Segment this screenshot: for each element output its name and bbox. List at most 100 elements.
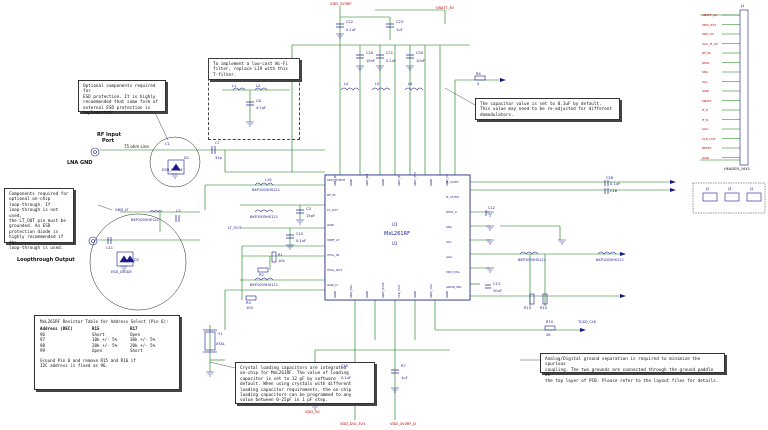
ref-c20: C20 <box>366 51 374 55</box>
val-r4: 0 <box>477 82 480 86</box>
jumpers <box>702 192 762 202</box>
esd-note-line: recommended that some form of <box>83 100 159 106</box>
chip-pin-label: GND <box>349 179 353 186</box>
header-pin-label: SCL <box>702 79 708 84</box>
ref-d2: D2 <box>134 258 140 262</box>
header-pin-label: VDD_3V3 <box>702 22 717 27</box>
val-r3: 100 <box>246 306 253 310</box>
ref-d1: D1 <box>184 156 190 160</box>
capacitors <box>107 23 609 374</box>
ref-c21: C21 <box>386 51 394 55</box>
ground-note-line: the top layer of PCB. Please refer to th… <box>545 378 719 384</box>
ref-l6b: BKP1005HS121 <box>596 258 624 262</box>
loop-note-line: loop-through is used. <box>9 246 64 252</box>
output-arrows <box>500 78 676 332</box>
wifi-note-line: filter, replace L19 with this <box>213 67 289 73</box>
chip-pin-label: ADDR_SEL <box>446 285 462 289</box>
lt-out-label: LT_OUT <box>228 226 242 230</box>
val-c8: 4.7pF <box>256 106 267 110</box>
loop-note-line: protection diode is <box>9 229 59 235</box>
val-c10: 0.1uF <box>296 239 307 243</box>
jumper-box <box>692 182 766 214</box>
val-r1: 10k <box>278 259 285 263</box>
val-r10: 2K <box>546 333 551 337</box>
loop-note-line: loop-through is not used, <box>9 208 59 219</box>
esd-note-line: Optional components required for <box>83 84 156 95</box>
ref-c22: C22 <box>346 20 354 24</box>
chip-pin-label: GND <box>333 291 337 298</box>
header-pin-label: VCC_IF_3V <box>702 41 718 46</box>
table-footer-line: Ground Pin 6 and remove R15 and R16 if <box>40 357 136 363</box>
port-label: Port <box>102 138 114 144</box>
ground-note: Analog/Digital ground separation is requ… <box>540 353 725 384</box>
rf-connector-icon <box>90 147 100 157</box>
ohm-line-label: 75 ohm Line <box>124 144 149 149</box>
chip-name-label: MxL261RF <box>384 231 410 237</box>
table-row: 97 10k +/- 5% 30k +/- 5% <box>40 337 174 343</box>
ground-note-line: coupling. The two grounds are connected … <box>545 367 714 379</box>
ref-r1: R1 <box>278 253 283 257</box>
chip-pin-label: VDD_PLL <box>349 284 353 298</box>
table-cell: Open <box>92 348 103 354</box>
ref-j2: J2 <box>706 187 710 191</box>
chip-pin-label: SDA <box>446 225 453 229</box>
ref-c10: C10 <box>296 232 304 236</box>
resistor-table-footer: Ground Pin 6 and remove R15 and R16 if I… <box>40 358 174 369</box>
table-cell: Short <box>92 331 105 337</box>
chip-pin-label: GND <box>365 291 369 298</box>
header-pin-label: GND <box>702 89 709 93</box>
chip-body <box>324 174 471 301</box>
ref-j3: J3 <box>728 187 732 191</box>
table-row: 96 Short Open <box>40 332 174 338</box>
ref-c8: C8 <box>256 99 261 103</box>
resistors <box>245 75 556 331</box>
chip-pin-label: GND <box>429 179 433 186</box>
val-c7: 33p <box>215 156 222 160</box>
val-c15: 0.1uF <box>341 376 352 380</box>
val-c20: 10nF <box>366 59 375 63</box>
wifi-filter-note: To implement a low-cost Wi-Fi filter, re… <box>208 58 300 80</box>
chip-pin-label: XTAL_OUT <box>327 268 343 272</box>
table-cell: 20k +/- 5% <box>92 342 118 348</box>
ref-l2b: BKP1005HS121 <box>250 215 278 219</box>
ref-l6: L6 <box>408 82 413 86</box>
wifi-filter-box <box>208 58 300 140</box>
chip-pin-label: GND <box>413 291 417 298</box>
loop-note-line: the LT_OUT pin must be <box>9 219 66 225</box>
lna-gnd-label: LNA GND <box>67 160 93 166</box>
crystal-y1 <box>203 329 217 353</box>
loop-note-line: grounded. An ESD <box>9 224 51 230</box>
table-cell: 20k +/- 5% <box>130 342 156 348</box>
ref-esd1: ESD_DIODE <box>162 168 183 172</box>
ref-l1: L1 <box>232 84 237 88</box>
chip-pin-label: VDD_SYNTH <box>327 178 346 182</box>
chip-pin-label: SCL <box>446 240 452 244</box>
loopthrough-note: Components required for optional on-chip… <box>4 188 74 251</box>
loop-note-line: Components required for <box>9 192 69 197</box>
val-c3: 15pF <box>306 214 315 218</box>
table-header-cell: R17 <box>130 326 138 331</box>
vdd-5v-label: VDD_5V <box>305 410 320 414</box>
ref-r14: R14 <box>524 306 532 310</box>
chip-pin-label: VDD_DIG <box>446 270 460 274</box>
loopthrough-callout-circle <box>89 213 187 311</box>
header-pin-label: RESET <box>702 146 712 150</box>
chip-pin-label: RF_IN <box>327 193 336 197</box>
table-row: 99 Open Short <box>40 348 174 354</box>
table-footer-line: I2C address is fixed as 96. <box>40 363 109 369</box>
ref-c12: C12 <box>488 206 496 210</box>
ref-c23: C23 <box>396 20 404 24</box>
chip-pin-label: CLK_OUT <box>397 284 401 298</box>
ref-c25: C25 <box>416 51 424 55</box>
chip-pin-label: GPIO_0 <box>446 210 457 214</box>
loop-note-line: loop-through. If <box>9 202 51 208</box>
header-pin-label: VBATT_3V <box>702 13 718 17</box>
capacitor-note: The capacitor value is set to 0.1uF by d… <box>475 98 620 120</box>
ref-l1b: BKP1005HS121 <box>131 218 159 222</box>
resistor-table-title: MxL261RF Resistor Table for Address Sele… <box>40 319 169 324</box>
ref-r10: R10 <box>546 320 554 324</box>
header-pin-label: VDD_5V <box>702 32 715 36</box>
header-label: HEADER_16X1 <box>724 167 751 171</box>
table-cell: Open <box>130 331 141 337</box>
gnd-lt-label: GND_LT <box>115 208 129 212</box>
